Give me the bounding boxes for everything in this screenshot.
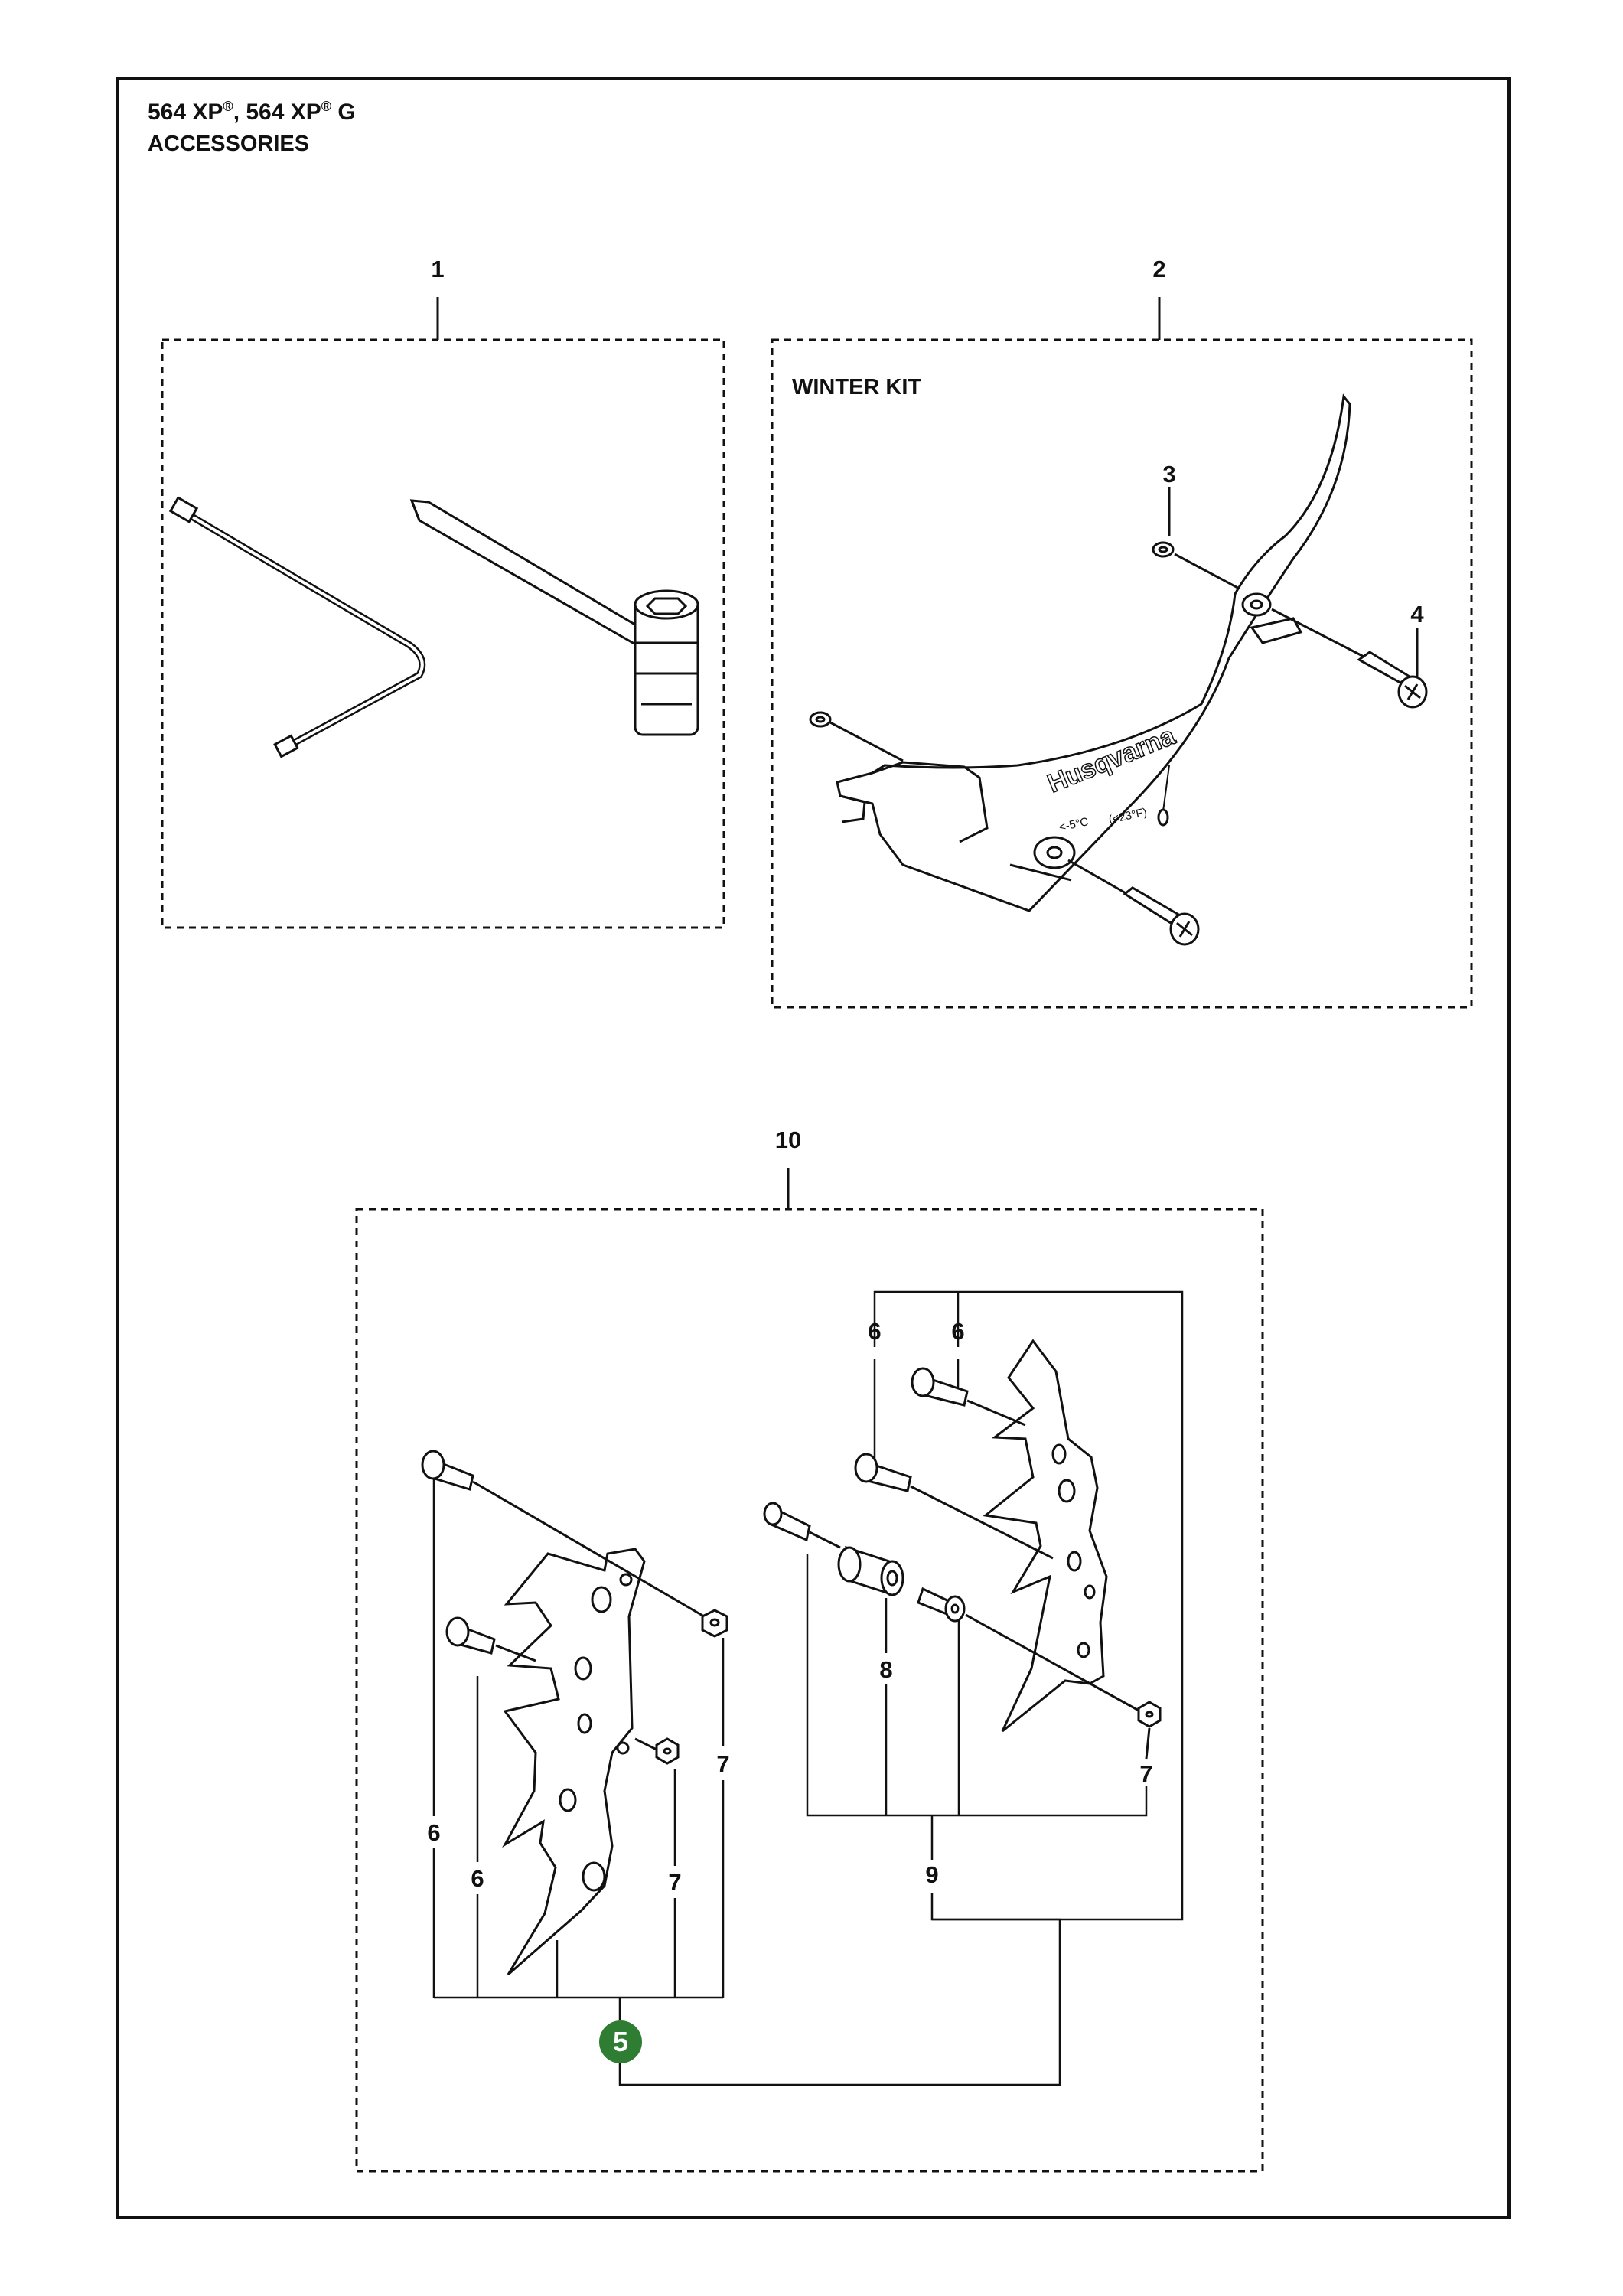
left-nut-lower-icon [655, 1737, 680, 1765]
right-nut-icon [1137, 1701, 1162, 1728]
spacer-bolt-icon [763, 1502, 841, 1549]
callout-1: 1 [431, 256, 445, 282]
washer-3-icon [1152, 541, 1175, 558]
callout-6-left-a: 6 [427, 1819, 441, 1846]
right-assembly-leaders [618, 1290, 1184, 2086]
right-bolt-top-icon [911, 1367, 1026, 1427]
left-nut-upper-icon [701, 1609, 728, 1638]
callout-2: 2 [1152, 256, 1166, 282]
screw-lower-icon [1067, 859, 1200, 946]
combination-wrench-icon [409, 499, 699, 736]
spacer-8-icon [837, 1545, 904, 1597]
callout-10: 10 [774, 1127, 802, 1153]
left-bumper-spike-icon [502, 1548, 646, 1976]
left-assembly-leaders [432, 1477, 725, 2020]
callout-7-left-a: 7 [716, 1750, 730, 1777]
right-bumper-spike-icon [983, 1339, 1108, 1733]
callout-9: 9 [925, 1861, 939, 1888]
screw-4-icon [1271, 608, 1428, 709]
torx-key-icon [168, 496, 426, 758]
left-bolt-upper-icon [421, 1450, 705, 1618]
callout-5-badge: 5 [599, 2020, 642, 2063]
callout-7-left-b: 7 [668, 1869, 682, 1896]
callout-7-right: 7 [1139, 1760, 1153, 1787]
callout-3: 3 [1162, 461, 1176, 488]
drawing-frame [116, 77, 1511, 2219]
left-bolt-lower-icon [445, 1616, 536, 1662]
callout-8: 8 [879, 1656, 893, 1683]
callout-4: 4 [1410, 601, 1424, 628]
winter-cover-icon [836, 393, 1351, 912]
callout-6-left-b: 6 [471, 1865, 484, 1892]
bumper-spike-box [355, 1208, 1264, 2173]
sleeve-bolt-icon [917, 1587, 1141, 1713]
winter-kit-label: WINTER KIT [792, 375, 922, 400]
page-title: 564 XP®, 564 XP® G [148, 99, 356, 125]
section-title: ACCESSORIES [148, 132, 310, 156]
right-bolt-mid-icon [854, 1453, 1054, 1560]
winter-kit-box [771, 338, 1473, 1009]
washer-left-icon [809, 711, 832, 728]
